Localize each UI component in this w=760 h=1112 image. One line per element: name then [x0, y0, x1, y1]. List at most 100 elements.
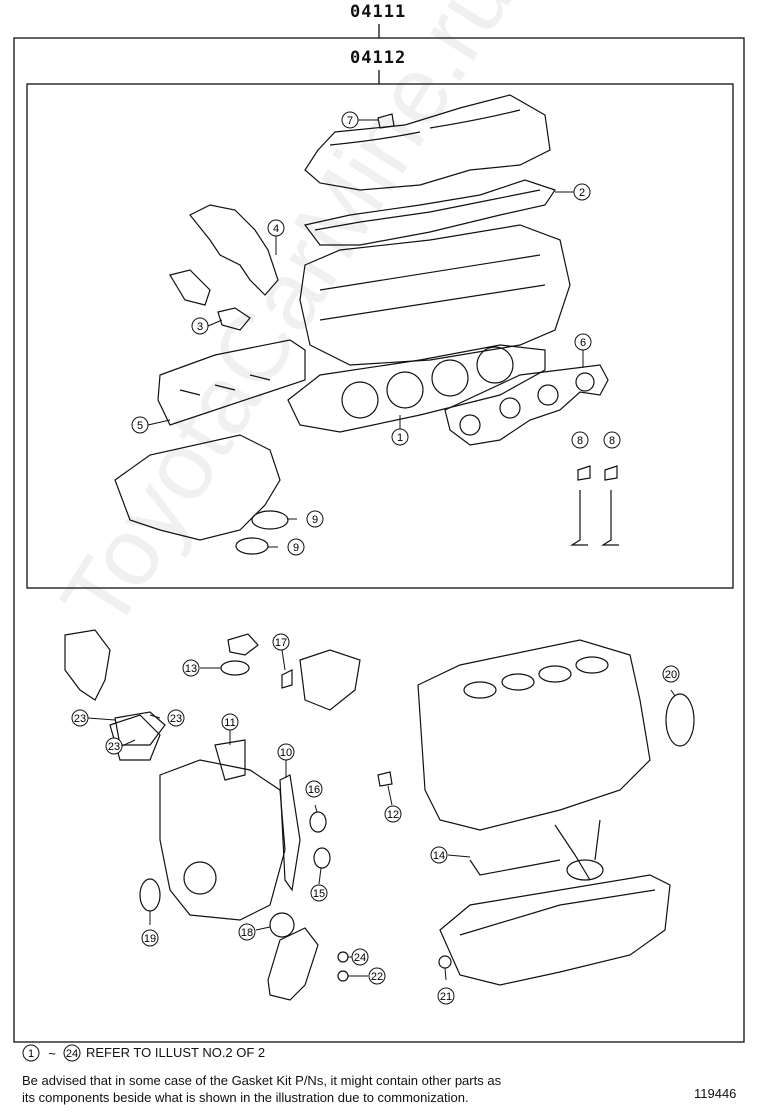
head-lines [319, 254, 546, 321]
advice-note: Be advised that in some case of the Gask… [22, 1072, 501, 1106]
timing-cover-seal-seat [183, 861, 217, 895]
cap-gasket [220, 660, 250, 676]
seal-washer [377, 113, 395, 129]
leader-23a [87, 717, 116, 721]
water-outlet [189, 204, 279, 296]
callout-23a: 23 [71, 709, 89, 727]
svg-text:3: 3 [197, 321, 203, 333]
svg-text:24: 24 [354, 952, 366, 964]
svg-text:23: 23 [170, 713, 182, 725]
callout-23b: 23 [167, 709, 185, 727]
svg-text:5: 5 [137, 420, 143, 432]
bracket-assembly [299, 649, 361, 711]
callouts: 1 2 3 4 5 6 7 8 8 9 9 10 11 12 13 14 15 … [71, 111, 680, 1005]
callout-18: 18 [238, 923, 256, 941]
valve-seals [577, 465, 618, 481]
exhaust-manifold [114, 434, 281, 541]
oil-pan [439, 874, 671, 986]
head-cover-gasket [303, 179, 556, 246]
intake-manifold-gasket [157, 339, 306, 426]
leader-23b [149, 714, 161, 719]
kit-outer-code: 04111 [350, 2, 407, 22]
callout-1: 1 [391, 428, 409, 446]
callout-leaders [87, 119, 676, 981]
port-2 [499, 397, 521, 419]
cylinder-head-cover [304, 94, 551, 191]
advice-line-2: its components beside what is shown in t… [22, 1090, 469, 1105]
callout-20: 20 [662, 665, 680, 683]
callout-15: 15 [310, 884, 328, 902]
oil-strainer [566, 859, 604, 881]
svg-text:9: 9 [293, 542, 299, 554]
callout-5: 5 [131, 416, 149, 434]
callout-8b: 8 [603, 431, 621, 449]
svg-text:1: 1 [397, 432, 403, 444]
callout-7: 7 [341, 111, 359, 129]
svg-text:10: 10 [280, 747, 292, 759]
cylinder-block [417, 639, 651, 831]
port-4 [575, 372, 595, 392]
callout-11: 11 [221, 713, 239, 731]
ring-24 [337, 951, 349, 963]
upper-parts [114, 94, 619, 555]
gasket-16 [309, 811, 327, 833]
callout-8a: 8 [571, 431, 589, 449]
leader-12 [387, 785, 393, 806]
lower-parts [64, 629, 695, 1001]
callout-2: 2 [573, 183, 591, 201]
plug-21 [438, 955, 452, 969]
bore-2 [386, 371, 424, 409]
gasket-11 [214, 739, 246, 781]
leader-3 [207, 319, 223, 327]
callout-9b: 9 [287, 538, 305, 556]
gasket-inner-line [314, 189, 541, 231]
leader-21 [444, 967, 447, 981]
leader-5 [147, 419, 171, 426]
callout-6: 6 [574, 333, 592, 351]
svg-text:22: 22 [371, 971, 383, 983]
oil-pipe [469, 859, 561, 876]
water-pump [64, 629, 111, 701]
cylinder-head [299, 224, 571, 366]
svg-text:15: 15 [313, 888, 325, 900]
callout-3: 3 [191, 317, 209, 335]
frame-lines [13, 24, 745, 1043]
valve-stems [569, 490, 619, 546]
svg-text:11: 11 [224, 717, 235, 729]
svg-text:24: 24 [66, 1048, 78, 1060]
callout-14: 14 [430, 846, 448, 864]
callout-16: 16 [305, 780, 323, 798]
front-oil-seal [139, 878, 161, 912]
svg-text:17: 17 [275, 637, 287, 649]
head-gasket [287, 344, 546, 433]
bore-1 [341, 381, 379, 419]
svg-text:14: 14 [433, 850, 445, 862]
svg-text:13: 13 [185, 663, 197, 675]
svg-text:4: 4 [273, 223, 279, 235]
callout-17: 17 [272, 633, 290, 651]
refer-note: REFER TO ILLUST NO.2 OF 2 [86, 1045, 266, 1060]
callout-19: 19 [141, 929, 159, 947]
intake-ports [179, 374, 271, 396]
bore-3 [431, 359, 469, 397]
svg-text:7: 7 [347, 115, 353, 127]
exhaust-gasket-ring-b [235, 537, 269, 555]
cover-ridges [329, 109, 521, 146]
exhaust-gasket-ring-a [251, 510, 289, 530]
gasket-10 [279, 774, 301, 892]
svg-text:18: 18 [241, 927, 253, 939]
ring-22 [337, 970, 349, 982]
oil-filler-cap [227, 633, 259, 656]
part-12 [377, 771, 393, 787]
callout-22: 22 [368, 967, 386, 985]
callout-23c: 23 [105, 737, 123, 755]
block-bore-1 [463, 681, 497, 699]
svg-text:6: 6 [580, 337, 586, 349]
oil-filter [267, 927, 319, 1001]
exhaust-manifold-gasket [444, 364, 609, 446]
svg-text:19: 19 [144, 933, 156, 945]
callout-12: 12 [384, 805, 402, 823]
callout-9a: 9 [306, 510, 324, 528]
leader-23c [121, 739, 136, 747]
callout-4: 4 [267, 219, 285, 237]
